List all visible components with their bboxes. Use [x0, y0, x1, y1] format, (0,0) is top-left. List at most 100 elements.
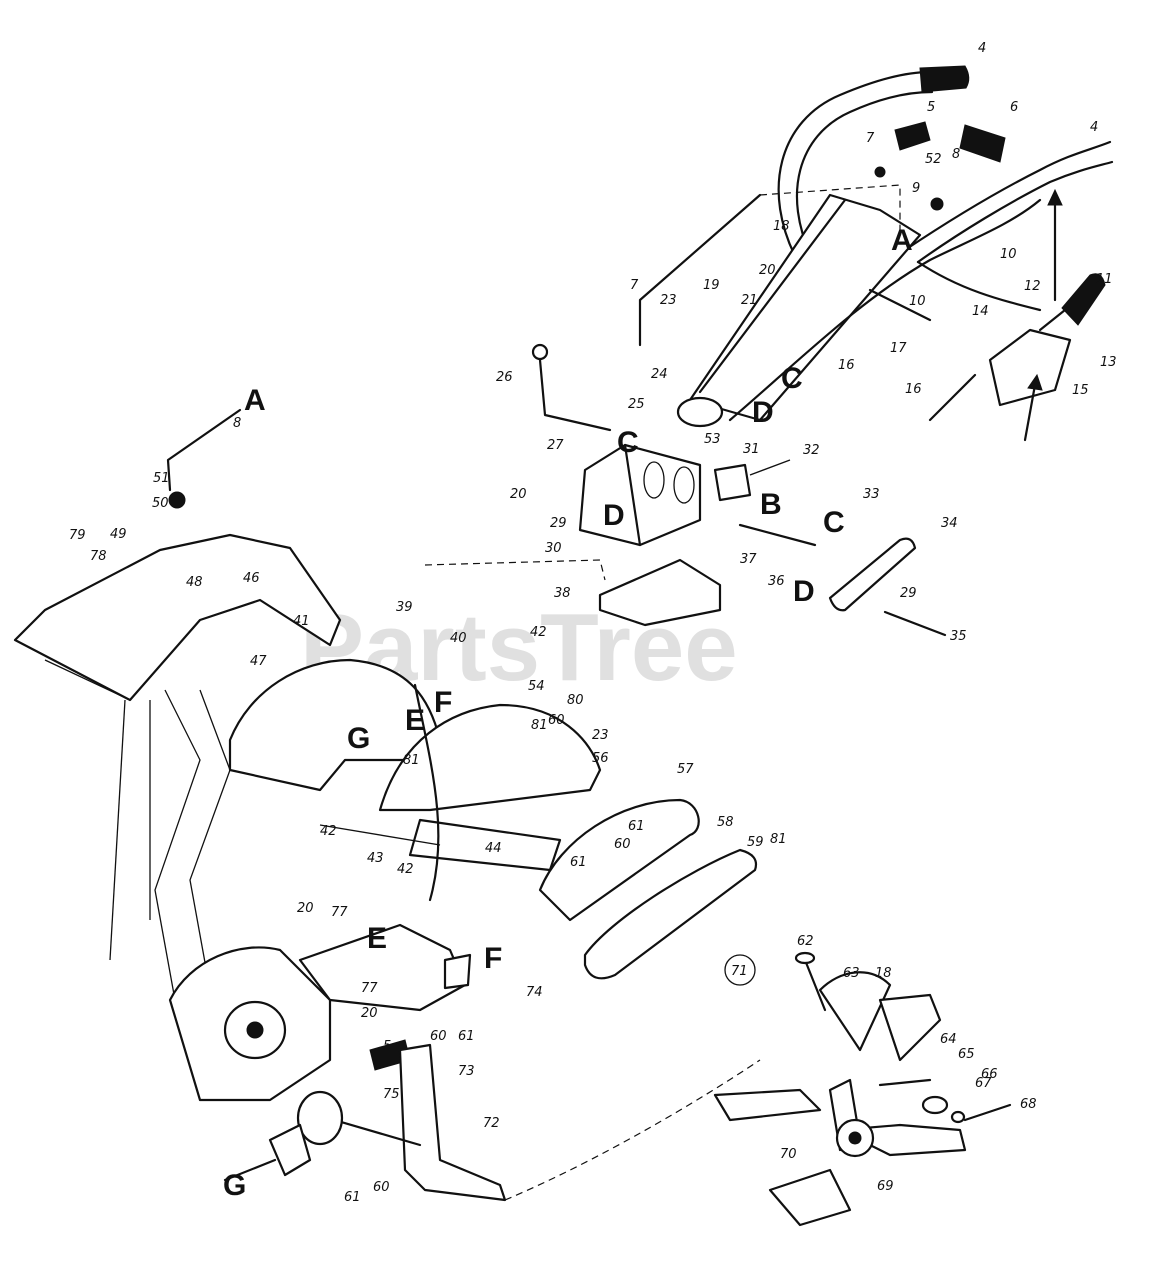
part-number-label: 23: [592, 728, 609, 743]
reference-letter: C: [781, 362, 803, 395]
reference-letter: E: [405, 704, 425, 737]
transmission-and-drag-bar: [168, 923, 761, 1202]
shift-bracket-assembly: [424, 343, 947, 637]
reference-letter: A: [244, 384, 266, 417]
part-number-label: 42: [320, 824, 337, 839]
part-number-label: 17: [890, 341, 907, 356]
part-number-label: 8: [952, 147, 960, 162]
part-number-label: 53: [704, 432, 721, 447]
reference-letter: F: [484, 942, 502, 975]
part-number-label: 34: [941, 516, 958, 531]
reference-letter: C: [823, 506, 845, 539]
reference-letter: B: [760, 488, 782, 521]
part-number-label: 67: [975, 1076, 992, 1091]
part-number-label: 79: [69, 528, 86, 543]
part-number-label: 7: [866, 131, 875, 146]
part-number-label: 66: [981, 1067, 998, 1082]
part-number-label: 80: [567, 693, 584, 708]
part-number-label: 20: [759, 263, 776, 278]
part-number-label: 16: [838, 358, 855, 373]
part-number-label: 29: [550, 516, 567, 531]
reference-letter: D: [752, 396, 774, 429]
part-number-label: 81: [531, 718, 548, 733]
part-number-label: 56: [592, 751, 609, 766]
frame-and-shield: [13, 408, 758, 1001]
reference-letter: G: [223, 1169, 246, 1202]
part-number-label: 8: [233, 416, 241, 431]
part-number-label: 81: [770, 832, 787, 847]
reference-letter: E: [367, 922, 387, 955]
part-number-label: 20: [510, 487, 527, 502]
part-number-label: 74: [526, 985, 543, 1000]
reference-letter: D: [603, 499, 625, 532]
part-number-label: 5: [383, 1039, 391, 1054]
part-number-label: 58: [717, 815, 734, 830]
part-number-label: 19: [703, 278, 720, 293]
part-number-label: 4: [1090, 120, 1098, 135]
part-number-label: 7: [630, 278, 639, 293]
part-number-label: 44: [485, 841, 502, 856]
part-number-label: 9: [912, 181, 920, 196]
part-number-label: 57: [677, 762, 694, 777]
part-number-label: 15: [1072, 383, 1089, 398]
part-number-label: 25: [628, 397, 645, 412]
part-number-label: 12: [1024, 279, 1041, 294]
part-number-label: 20: [361, 1006, 378, 1021]
part-number-label: 4: [978, 41, 986, 56]
part-number-label: 49: [110, 527, 127, 542]
part-number-label: 60: [614, 837, 631, 852]
part-number-label: 62: [797, 934, 814, 949]
part-number-label: 6: [1010, 100, 1018, 115]
part-number-label: 54: [528, 679, 545, 694]
part-number-label: 13: [1100, 355, 1117, 370]
part-number-label: 43: [367, 851, 384, 866]
part-number-label: 26: [496, 370, 513, 385]
part-number-label: 41: [293, 614, 310, 629]
part-number-label: 69: [877, 1179, 894, 1194]
part-number-label: 70: [780, 1147, 797, 1162]
part-number-label: 65: [958, 1047, 975, 1062]
part-number-label: 81: [403, 753, 420, 768]
part-number-label: 48: [186, 575, 203, 590]
part-number-label: 73: [458, 1064, 475, 1079]
part-number-label: 60: [430, 1029, 447, 1044]
part-number-label: 61: [628, 819, 645, 834]
part-number-label: 40: [450, 631, 467, 646]
part-number-label: 20: [297, 901, 314, 916]
part-number-label: 36: [768, 574, 785, 589]
part-number-label: 5: [927, 100, 935, 115]
part-number-label: 47: [250, 654, 267, 669]
part-number-label: 38: [554, 586, 571, 601]
part-number-label: 63: [843, 966, 860, 981]
part-number-label: 37: [740, 552, 757, 567]
tine-assembly: 71: [713, 951, 1012, 1227]
part-number-label: 29: [900, 586, 917, 601]
part-number-label: 32: [803, 443, 820, 458]
reference-letter: F: [434, 686, 452, 719]
part-number-label: 14: [972, 304, 989, 319]
part-number-label: 60: [373, 1180, 390, 1195]
part-number-label: 33: [863, 487, 880, 502]
part-number-label: 35: [950, 629, 967, 644]
part-number-label: 77: [361, 981, 378, 996]
part-number-label: 27: [547, 438, 564, 453]
part-number-label: 50: [152, 496, 169, 511]
reference-letter: D: [793, 575, 815, 608]
reference-letter: G: [347, 722, 370, 755]
part-number-label: 68: [1020, 1097, 1037, 1112]
part-number-label: 24: [651, 367, 668, 382]
part-number-label: 75: [383, 1087, 400, 1102]
reference-letter: C: [617, 426, 639, 459]
part-number-label: 52: [925, 152, 942, 167]
part-number-label: 30: [545, 541, 562, 556]
part-number-label: 60: [548, 713, 565, 728]
part-number-label: 18: [875, 966, 892, 981]
part-number-label: 21: [741, 293, 758, 308]
part-number-label: 18: [773, 219, 790, 234]
part-number-label: 61: [458, 1029, 475, 1044]
part-number-label: 77: [331, 905, 348, 920]
part-number-label: 11: [1096, 272, 1113, 287]
part-number-label: 10: [909, 294, 926, 309]
